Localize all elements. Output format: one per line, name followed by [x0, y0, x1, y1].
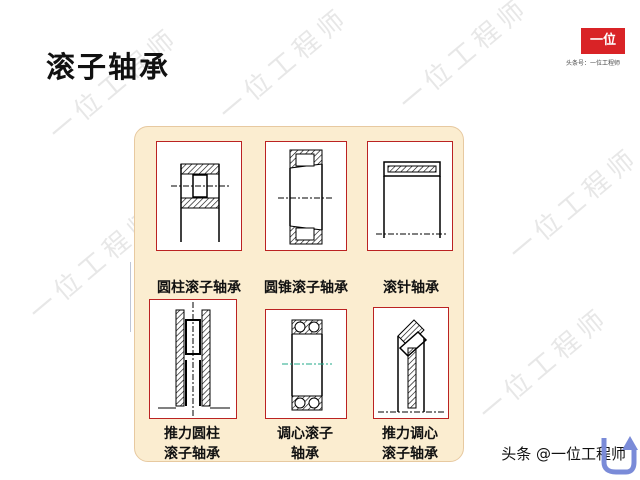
card-label: 轴承 [291, 446, 319, 462]
card-label: 圆柱滚子轴承 [157, 280, 241, 296]
card-thrust-spherical [373, 307, 449, 419]
card-tapered-roller [265, 141, 347, 251]
card-cylindrical-roller [156, 141, 242, 251]
footer-brand: 头条 @一位工程师 [501, 445, 626, 463]
spherical-roller-bearing-icon [282, 319, 332, 411]
logo: 一位 [581, 28, 625, 54]
divider [130, 262, 131, 332]
tapered-roller-bearing-icon [278, 149, 334, 245]
return-arrow-icon[interactable] [596, 428, 638, 478]
watermark: 一位工程师 [213, 1, 356, 128]
card-label: 调心滚子 [277, 426, 333, 442]
card-spherical-roller [265, 309, 347, 419]
watermark: 一位工程师 [503, 141, 640, 268]
card-label: 推力圆柱 [164, 426, 220, 442]
bearing-types-panel: 圆柱滚子轴承 圆锥滚子轴承 滚针轴承 [134, 126, 464, 462]
card-thrust-cylindrical [149, 299, 237, 419]
needle-roller-bearing-icon [376, 161, 446, 238]
cylindrical-roller-bearing-icon [171, 163, 231, 242]
thrust-cylindrical-roller-bearing-icon [158, 302, 230, 416]
card-label: 推力调心 [382, 426, 438, 442]
watermark: 一位工程师 [473, 301, 616, 428]
card-label: 滚针轴承 [383, 280, 439, 296]
card-label: 滚子轴承 [382, 446, 438, 462]
logo-subtitle: 头条号：一位工程师 [566, 60, 621, 67]
page-title: 滚子轴承 [46, 50, 171, 84]
card-needle-roller [367, 141, 453, 251]
card-label: 圆锥滚子轴承 [264, 280, 348, 296]
watermark: 一位工程师 [393, 0, 536, 118]
thrust-spherical-roller-bearing-icon [378, 319, 444, 413]
card-label: 滚子轴承 [164, 446, 220, 462]
